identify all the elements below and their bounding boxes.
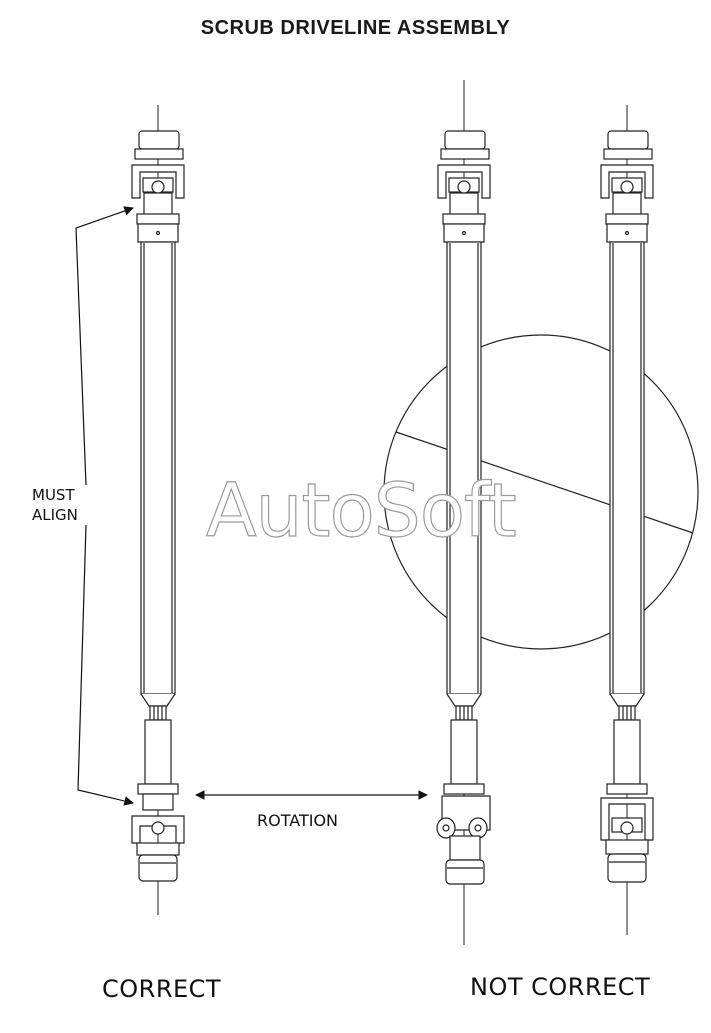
correct-label: CORRECT — [102, 975, 222, 1003]
must-align-label: MUST ALIGN — [32, 485, 78, 525]
must-align-line1: MUST — [32, 486, 75, 504]
driveline-correct — [131, 105, 185, 915]
rotation-label: ROTATION — [257, 811, 338, 830]
driveline-not-correct-1 — [436, 80, 491, 945]
not-correct-label: NOT CORRECT — [470, 973, 651, 1001]
diagram-title: SCRUB DRIVELINE ASSEMBLY — [200, 17, 511, 39]
driveline-not-correct-2 — [600, 105, 654, 935]
must-align-leaders — [75, 206, 134, 806]
watermark-text: AutoSoft — [205, 467, 517, 554]
must-align-line2: ALIGN — [32, 506, 78, 524]
